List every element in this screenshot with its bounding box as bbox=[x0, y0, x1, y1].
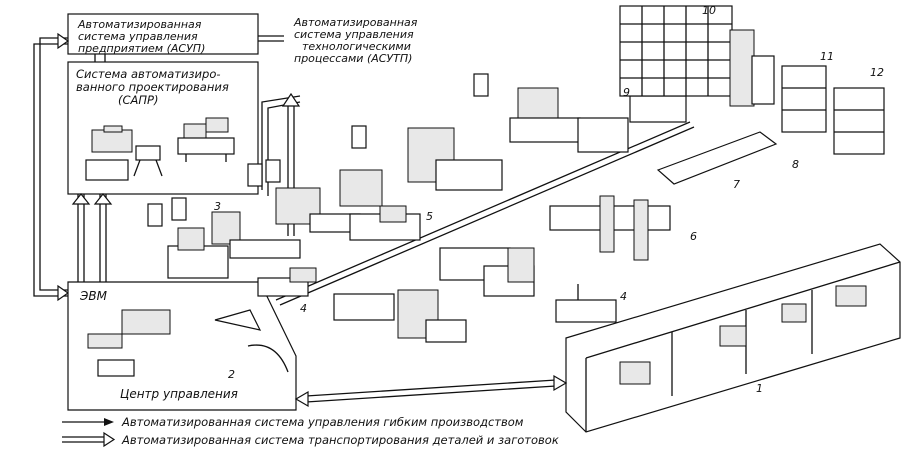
evm-label: ЭВМ bbox=[79, 289, 108, 303]
asup-label-line-1: Автоматизированная bbox=[77, 18, 202, 31]
part-number-1: 1 bbox=[756, 382, 763, 395]
part-number-7: 7 bbox=[733, 178, 740, 191]
asutp-label-line-2: система управления bbox=[294, 28, 414, 41]
sapr-label-line-1: Система автоматизиро- bbox=[76, 67, 221, 81]
cad-workstation-sketch bbox=[85, 117, 235, 181]
left-loop-arrow bbox=[33, 32, 70, 302]
legend-control-system-text: Автоматизированная система управления ги… bbox=[121, 415, 524, 429]
part-number-9: 9 bbox=[623, 86, 630, 99]
part-number-12: 12 bbox=[870, 66, 884, 79]
part-number-8: 8 bbox=[792, 158, 799, 171]
asup-box: Автоматизированная система управления пр… bbox=[67, 13, 259, 55]
building-1 bbox=[565, 243, 901, 433]
asup-label-line-2: система управления bbox=[78, 30, 198, 43]
sapr-label-line-3: (САПР) bbox=[118, 93, 158, 107]
legend-transport-system-text: Автоматизированная система транспортиров… bbox=[121, 433, 559, 447]
asutp-label-line-1: Автоматизированная bbox=[293, 16, 418, 29]
control-center-block: ЭВМ Центр управления bbox=[67, 281, 297, 411]
part-number-2: 2 bbox=[228, 368, 235, 381]
control-center-label: Центр управления bbox=[120, 387, 238, 401]
part-number-11: 11 bbox=[820, 50, 834, 63]
legend-item-transport-system: Автоматизированная система транспортиров… bbox=[62, 431, 559, 448]
part-number-4-left: 4 bbox=[300, 302, 307, 315]
legend: Автоматизированная система управления ги… bbox=[62, 415, 559, 448]
part-number-3: 3 bbox=[214, 200, 221, 213]
part-numbers: 1 2 3 4 4 5 6 7 8 9 10 11 12 bbox=[214, 4, 884, 395]
legend-item-control-system: Автоматизированная система управления ги… bbox=[62, 415, 524, 429]
asup-label-line-3: предприятием (АСУП) bbox=[78, 42, 205, 55]
cc-building-arrow bbox=[294, 374, 568, 408]
part-number-4-right: 4 bbox=[620, 290, 627, 303]
asutp-box: Автоматизированная система управления те… bbox=[284, 14, 462, 68]
sapr-label-line-2: ванного проектирования bbox=[76, 80, 229, 94]
asup-sapr-arrows bbox=[94, 54, 106, 62]
part-number-5: 5 bbox=[426, 210, 433, 223]
sapr-box: Система автоматизиро- ванного проектиров… bbox=[67, 61, 259, 195]
warehouse bbox=[619, 5, 885, 155]
asutp-label-line-4: процессами (АСУТП) bbox=[294, 52, 412, 65]
sapr-evm-arrows bbox=[71, 193, 113, 282]
part-number-6: 6 bbox=[690, 230, 697, 243]
machine-cells bbox=[147, 65, 778, 343]
asutp-label-line-3: технологическими bbox=[302, 40, 411, 53]
part-number-10: 10 bbox=[702, 4, 716, 17]
